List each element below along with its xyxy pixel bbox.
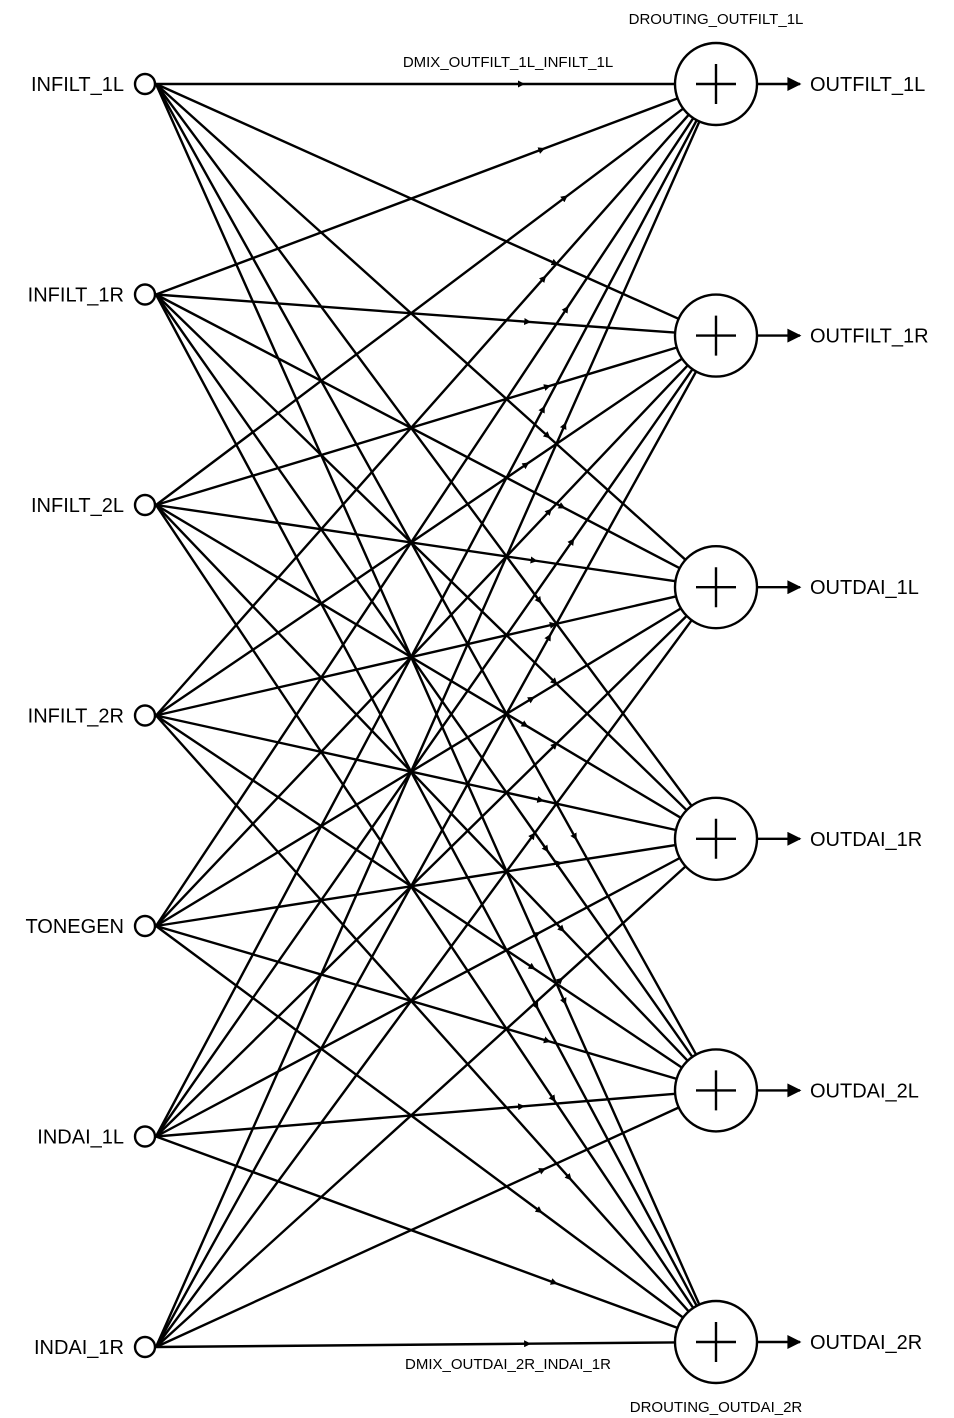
connection-indai-1l-to-outdai-2r — [155, 1135, 678, 1330]
connection-indai-1l-to-outfilt-1l — [154, 119, 698, 1138]
input-label-indai-1r: INDAI_1R — [34, 1337, 124, 1359]
input-node-infilt-1l — [133, 72, 157, 96]
input-node-indai-1r — [133, 1335, 157, 1359]
connection-infilt-1r-to-outdai-2r — [154, 293, 698, 1307]
connection-infilt-1r-to-outdai-1l — [155, 293, 681, 570]
connection-indai-1r-to-outfilt-1l — [154, 121, 701, 1348]
connection-infilt-2l-to-outfilt-1l — [155, 107, 684, 506]
output-label-outdai-2l: OUTDAI_2L — [810, 1080, 919, 1102]
connection-infilt-2r-to-outfilt-1r — [155, 357, 683, 717]
connection-tonegen-to-outdai-1r — [155, 843, 676, 928]
connection-indai-1r-to-outdai-1r — [155, 865, 687, 1348]
connection-infilt-2r-to-outdai-2l — [155, 714, 683, 1069]
connection-infilt-1r-to-outdai-2l — [155, 293, 694, 1058]
output-label-outdai-1r: OUTDAI_1R — [810, 829, 922, 851]
connection-infilt-1r-to-outfilt-1r — [155, 293, 676, 334]
input-nodes: INFILT_1L INFILT_1R INFILT_2L INFILT_2R TONE… — [25, 72, 157, 1359]
output-label-outdai-1l: OUTDAI_1L — [810, 577, 919, 599]
connection-indai-1r-to-outdai-2r — [155, 1340, 676, 1349]
input-label-infilt-2l: INFILT_2L — [31, 495, 124, 517]
connection-infilt-2l-to-outdai-1l — [155, 503, 676, 583]
connection-lines — [154, 80, 701, 1349]
input-label-indai-1l: INDAI_1L — [37, 1127, 124, 1149]
connection-infilt-1l-to-outfilt-1r — [155, 82, 680, 320]
connection-infilt-2r-to-outdai-1r — [155, 714, 677, 832]
connection-infilt-2r-to-outdai-1l — [155, 595, 677, 717]
connection-infilt-2l-to-outdai-2l — [155, 504, 689, 1062]
connection-tonegen-to-outfilt-1l — [155, 117, 695, 927]
connection-indai-1r-to-outdai-2l — [155, 1106, 680, 1349]
input-node-tonegen — [133, 914, 157, 938]
connection-infilt-1l-to-outdai-1r — [155, 83, 693, 807]
connection-infilt-1r-to-outdai-1r — [155, 293, 688, 812]
summing-nodes: OUTFILT_1L OUTFILT_1R OUTDAI_1L OUTDAI_1R OU… — [673, 41, 929, 1385]
output-label-outfilt-1r: OUTFILT_1R — [810, 326, 929, 348]
connection-tonegen-to-outdai-2r — [155, 925, 684, 1319]
connection-indai-1l-to-outdai-2l — [155, 1092, 676, 1138]
input-label-tonegen: TONEGEN — [25, 916, 124, 938]
plus-icon — [696, 64, 736, 104]
connection-tonegen-to-outfilt-1r — [155, 364, 689, 927]
bottom-routing-label: DROUTING_OUTDAI_2R — [630, 1399, 803, 1416]
connection-infilt-1r-to-outfilt-1l — [155, 97, 679, 296]
input-label-infilt-1r: INFILT_1R — [28, 285, 124, 307]
input-node-indai-1l — [133, 1125, 157, 1148]
connection-tonegen-to-outdai-1l — [155, 607, 682, 928]
connection-infilt-1l-to-outdai-2r — [154, 83, 701, 1305]
bottom-mix-label: DMIX_OUTDAI_2R_INDAI_1R — [405, 1356, 611, 1373]
connection-infilt-2r-to-outdai-2r — [155, 714, 690, 1313]
plus-icon — [696, 567, 736, 608]
connection-infilt-2l-to-outdai-2r — [155, 504, 695, 1309]
top-routing-label: DROUTING_OUTFILT_1L — [629, 11, 804, 28]
plus-icon — [696, 315, 736, 356]
connection-infilt-2l-to-outfilt-1r — [155, 346, 678, 507]
top-mix-label: DMIX_OUTFILT_1L_INFILT_1L — [403, 54, 613, 71]
connection-tonegen-to-outdai-2l — [155, 924, 678, 1081]
output-label-outfilt-1l: OUTFILT_1L — [810, 74, 925, 96]
connection-infilt-1l-to-outdai-1l — [155, 83, 687, 561]
connection-infilt-2r-to-outfilt-1l — [155, 113, 690, 717]
input-node-infilt-1r — [133, 283, 157, 306]
input-node-infilt-2r — [133, 704, 157, 727]
plus-icon — [696, 1322, 736, 1362]
plus-icon — [696, 1070, 736, 1111]
connection-infilt-1l-to-outdai-2l — [154, 83, 698, 1056]
connection-indai-1r-to-outdai-1l — [155, 619, 693, 1348]
connection-indai-1r-to-outfilt-1r — [154, 370, 698, 1348]
plus-icon — [696, 818, 736, 859]
connection-indai-1l-to-outdai-1r — [155, 856, 681, 1138]
connection-indai-1l-to-outdai-1l — [155, 615, 688, 1138]
output-label-outdai-2r: OUTDAI_2R — [810, 1332, 922, 1354]
input-node-infilt-2l — [133, 493, 157, 517]
connection-indai-1l-to-outfilt-1r — [155, 368, 694, 1138]
input-label-infilt-2r: INFILT_2R — [28, 706, 124, 728]
input-label-infilt-1l: INFILT_1L — [31, 74, 124, 96]
